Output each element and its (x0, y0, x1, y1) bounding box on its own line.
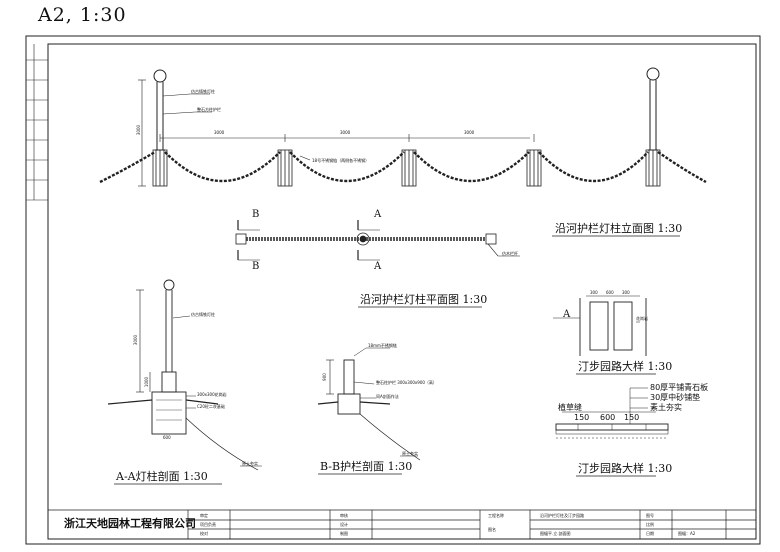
tb-cell-6: 工程名称 (488, 513, 504, 518)
aa-callout-base: C20砼二灰基础 (197, 404, 225, 409)
pave-section-dim-1: 150 (574, 413, 590, 422)
section-bb (317, 347, 421, 461)
elevation-height-dim: 3000 (136, 124, 142, 136)
pave-plan-dim-2: 600 (606, 290, 614, 295)
pave-plan-dim-3: 300 (622, 290, 630, 295)
plan-section-b-bottom: B (252, 261, 260, 272)
elevation-callout-rail: 整石方柱护栏 (197, 107, 221, 112)
aa-callout-granite: 300x300花岗岩 (197, 392, 227, 397)
chain-swags (99, 150, 707, 184)
pave-plan-note: 花岗岩 (636, 316, 648, 321)
pave-section-layer-1: 80厚平铺青石板 (650, 383, 709, 392)
plan-view (235, 220, 520, 261)
plan-note: 仿木栏杆 (502, 251, 518, 256)
plan-section-b-top: B (252, 209, 260, 220)
bb-callout-ref: 同A剖面作法 (376, 394, 399, 399)
pave-section-dim-3: 150 (624, 413, 640, 422)
bb-callout-post: 整石柱护栏 300x300x900（高） (376, 380, 437, 385)
pave-plan-title: 汀步园路大样 1:30 (578, 360, 673, 373)
post-bases (152, 149, 661, 187)
aa-title: A-A灯柱剖面 1:30 (116, 470, 208, 483)
tb-cell-5: 制图 (340, 531, 348, 536)
bb-title: B-B护栏剖面 1:30 (320, 460, 413, 473)
pave-section-layer-3: 素土夯实 (650, 403, 682, 412)
sheet-size-label: A2, 1:30 (38, 4, 127, 26)
aa-dim-height: 3000 (133, 334, 139, 346)
elevation-callout-lamp: 仿古铸铁灯柱 (191, 89, 215, 94)
plan-section-a-bottom: A (374, 261, 382, 272)
tb-cell-0: 审定 (200, 513, 208, 518)
pave-section-layer-2: 30厚中砂铺垫 (650, 393, 701, 402)
elevation-dim-2: 3000 (340, 130, 351, 135)
pave-section-dim-2: 600 (600, 413, 616, 422)
tb-cell-7: 图名 (488, 527, 496, 532)
tb-cell-1: 审核 (340, 513, 348, 518)
tb-cell-12: 图幅：A2 (678, 531, 696, 536)
outer-border (25, 35, 761, 545)
tb-cell-13: 图幅平.立.剖面图 (540, 531, 571, 536)
elevation-dim-3: 3000 (464, 130, 475, 135)
aa-dim-footing: 600 (163, 435, 171, 440)
elevation-dim-1: 3000 (214, 130, 225, 135)
tb-cell-11: 日期 (646, 531, 654, 536)
paving-plan (553, 295, 647, 356)
inner-border (47, 43, 757, 540)
bb-callout-chain: 18mm不锈钢链 (368, 343, 397, 348)
tb-cell-4: 校对 (200, 531, 208, 536)
pave-section-title: 汀步园路大样 1:30 (578, 462, 673, 475)
plan-title: 沿河护栏灯柱平面图 1:30 (360, 293, 488, 306)
lamp-post-right (646, 67, 660, 151)
tb-cell-10: 比例 (646, 522, 654, 527)
aa-dim-base: 1000 (144, 376, 150, 388)
elevation-dim-line (138, 79, 535, 187)
tb-cell-8: 沿河护栏灯柱及汀步园路 (540, 513, 584, 518)
title-block-grid (48, 509, 756, 539)
pave-plan-dim-1: 300 (590, 290, 598, 295)
company-name: 浙江天地园林工程有限公司 (64, 517, 196, 530)
bb-dim-height: 900 (321, 373, 327, 381)
aa-callout-lamp: 仿古铸铁灯柱 (191, 312, 215, 317)
tb-cell-3: 设计 (340, 522, 348, 527)
tb-cell-2: 项目负责 (200, 522, 216, 527)
elevation-title: 沿河护栏灯柱立面图 1:30 (555, 222, 683, 235)
plan-section-a-top: A (374, 209, 382, 220)
tb-cell-9: 图号 (646, 513, 654, 518)
pave-section-grass: 植草缝 (558, 403, 582, 412)
bb-ground-note: 原土夯实 (402, 451, 418, 456)
elevation-chain-note: 18号不锈钢链（两侧各不锈钢） (312, 158, 370, 163)
section-aa (107, 279, 262, 471)
aa-ground-note: 原土夯实 (242, 461, 258, 466)
pave-plan-section-mark: A (563, 309, 571, 320)
paving-section (555, 387, 669, 439)
